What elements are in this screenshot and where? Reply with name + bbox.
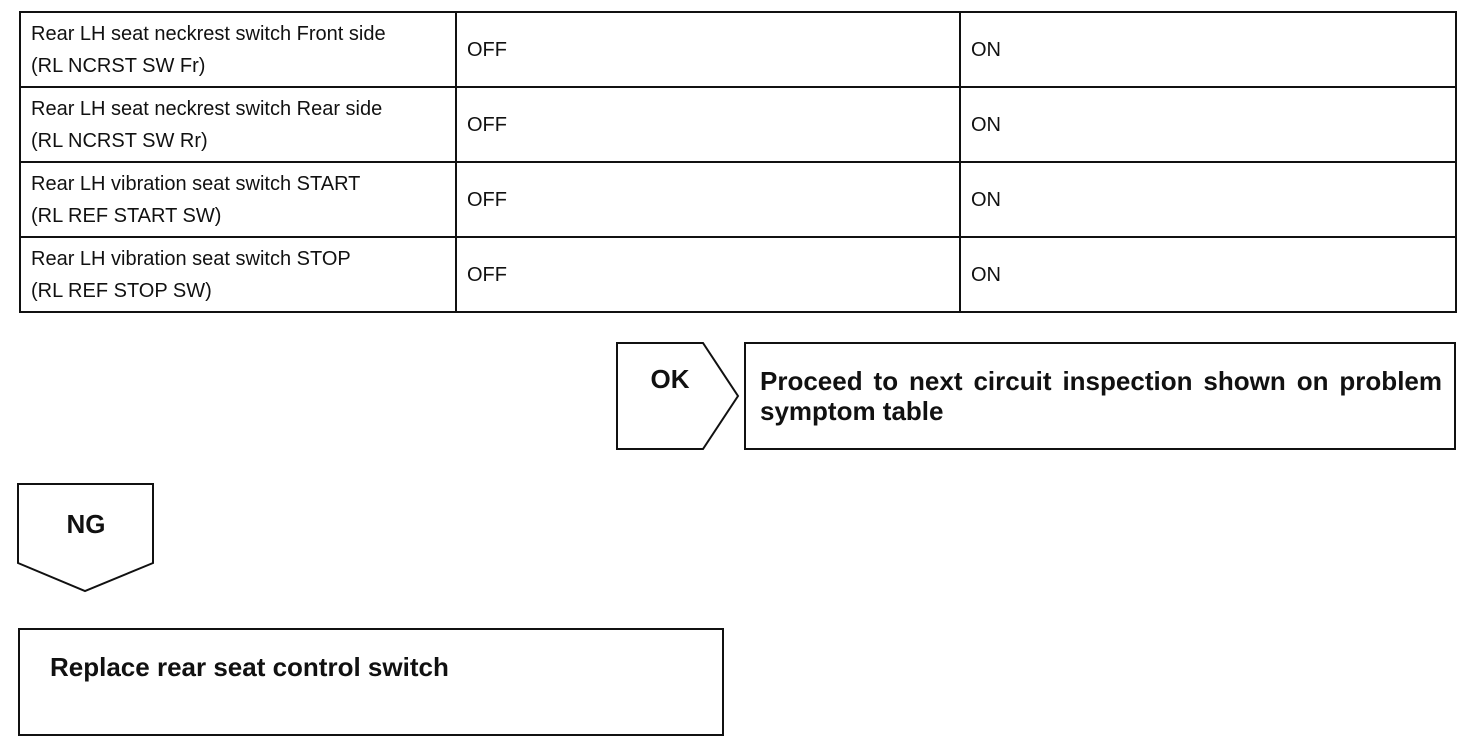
value-cell-a: OFF [455, 86, 961, 163]
right-arrow-tag-icon [616, 342, 740, 450]
ng-action-box: Replace rear seat control switch [18, 628, 724, 736]
value-cell-a: OFF [455, 161, 961, 238]
item-name: Rear LH vibration seat switch STOP [31, 247, 351, 270]
item-cell: Rear LH vibration seat switch STOP (RL R… [19, 236, 457, 313]
item-code: (RL REF START SW) [31, 204, 222, 227]
ng-branch-tag: NG [17, 483, 155, 593]
item-name: Rear LH seat neckrest switch Front side [31, 22, 386, 45]
table-row: Rear LH seat neckrest switch Rear side (… [19, 86, 1457, 163]
value-cell-b: ON [959, 86, 1457, 163]
value-cell-a: OFF [455, 11, 961, 88]
down-arrow-tag-icon [17, 483, 154, 593]
item-name: Rear LH seat neckrest switch Rear side [31, 97, 383, 120]
ok-label: OK [650, 364, 690, 394]
item-cell: Rear LH seat neckrest switch Front side … [19, 11, 457, 88]
ok-result-text: Proceed to next circuit inspection shown… [760, 366, 1442, 426]
table-row: Rear LH vibration seat switch START (RL … [19, 161, 1457, 238]
ok-branch-tag: OK [616, 342, 740, 450]
table-row: Rear LH seat neckrest switch Front side … [19, 11, 1457, 88]
value-cell-b: ON [959, 11, 1457, 88]
item-code: (RL NCRST SW Fr) [31, 54, 206, 77]
value-cell-a: OFF [455, 236, 961, 313]
value-cell-b: ON [959, 236, 1457, 313]
item-code: (RL REF STOP SW) [31, 279, 212, 302]
item-name: Rear LH vibration seat switch START [31, 172, 361, 195]
item-cell: Rear LH vibration seat switch START (RL … [19, 161, 457, 238]
switch-state-table: Rear LH seat neckrest switch Front side … [19, 11, 1457, 313]
value-cell-b: ON [959, 161, 1457, 238]
ng-action-text: Replace rear seat control switch [50, 652, 449, 682]
ng-label: NG [66, 509, 106, 539]
table-row: Rear LH vibration seat switch STOP (RL R… [19, 236, 1457, 313]
item-cell: Rear LH seat neckrest switch Rear side (… [19, 86, 457, 163]
ok-result-box: Proceed to next circuit inspection shown… [744, 342, 1456, 450]
item-code: (RL NCRST SW Rr) [31, 129, 208, 152]
